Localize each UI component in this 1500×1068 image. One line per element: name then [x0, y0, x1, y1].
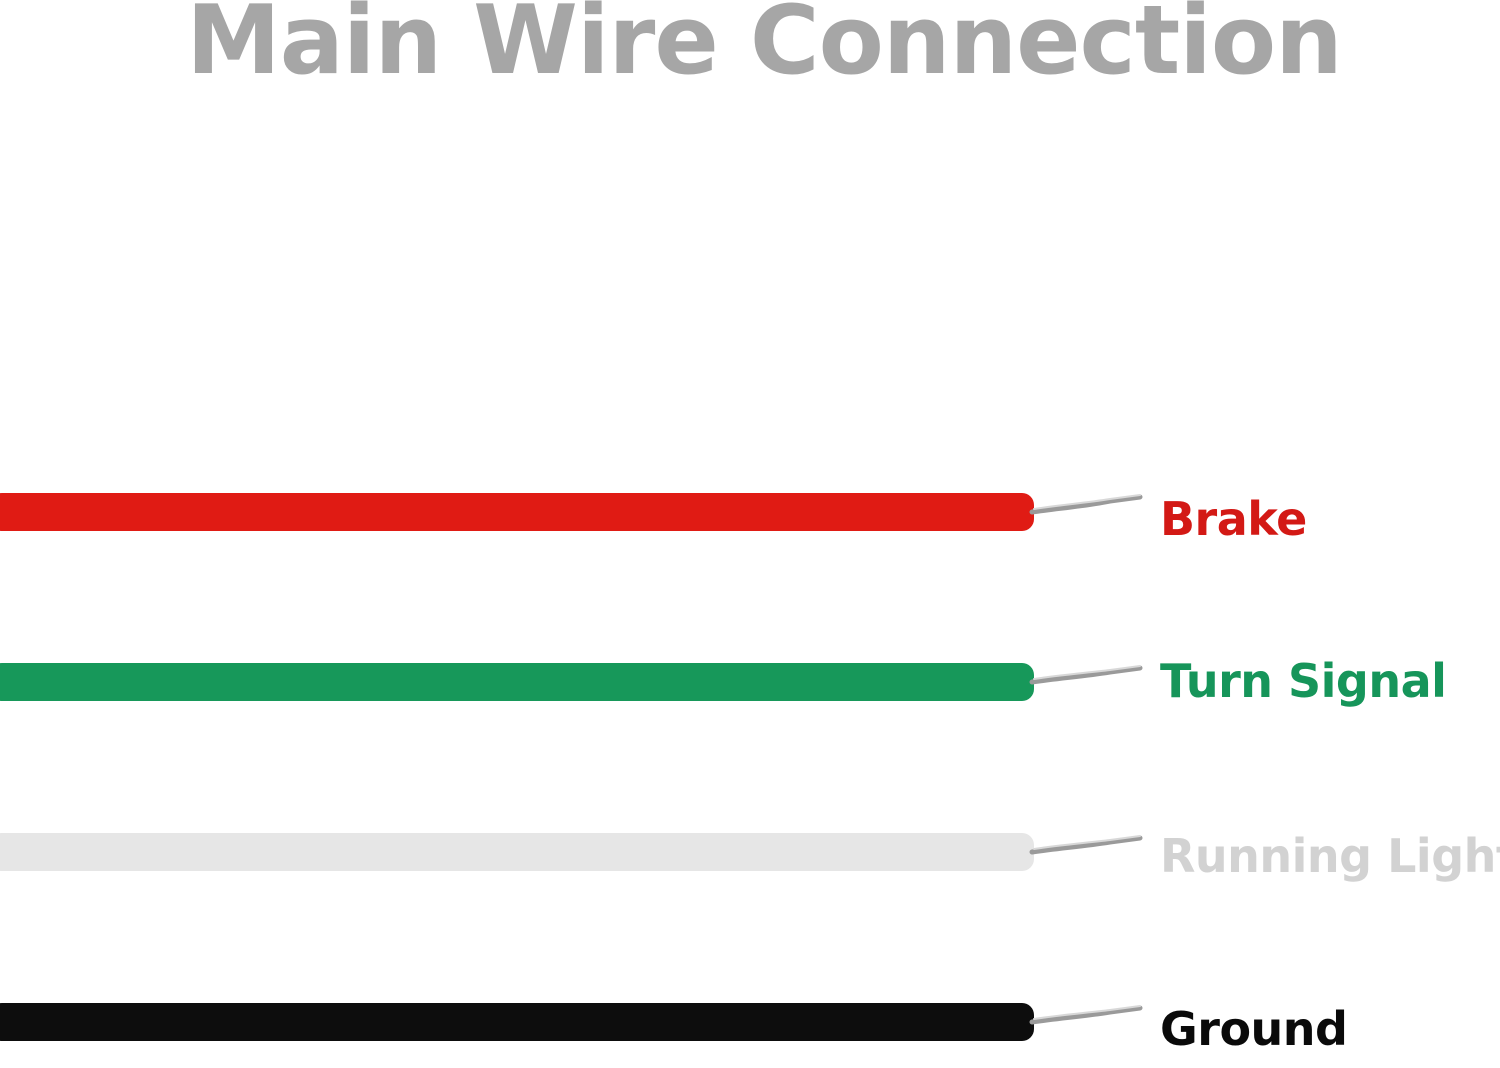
wire-row-running-light: Running Light [0, 818, 1500, 898]
turn-signal-wire [0, 663, 1143, 701]
wire-row-brake: Brake [0, 478, 1500, 558]
wire-label-brake: Brake [1160, 492, 1307, 546]
wire-row-turn-signal: Turn Signal [0, 648, 1500, 728]
running-light-wire [0, 833, 1143, 871]
wire-label-turn-signal: Turn Signal [1160, 654, 1447, 708]
diagram-title: Main Wire Connection [186, 0, 1343, 96]
wire-row-ground: Ground [0, 988, 1500, 1068]
ground-wire [0, 1003, 1143, 1041]
brake-wire [0, 493, 1143, 531]
wire-label-running-light: Running Light [1160, 829, 1500, 883]
wire-label-ground: Ground [1160, 1002, 1348, 1056]
